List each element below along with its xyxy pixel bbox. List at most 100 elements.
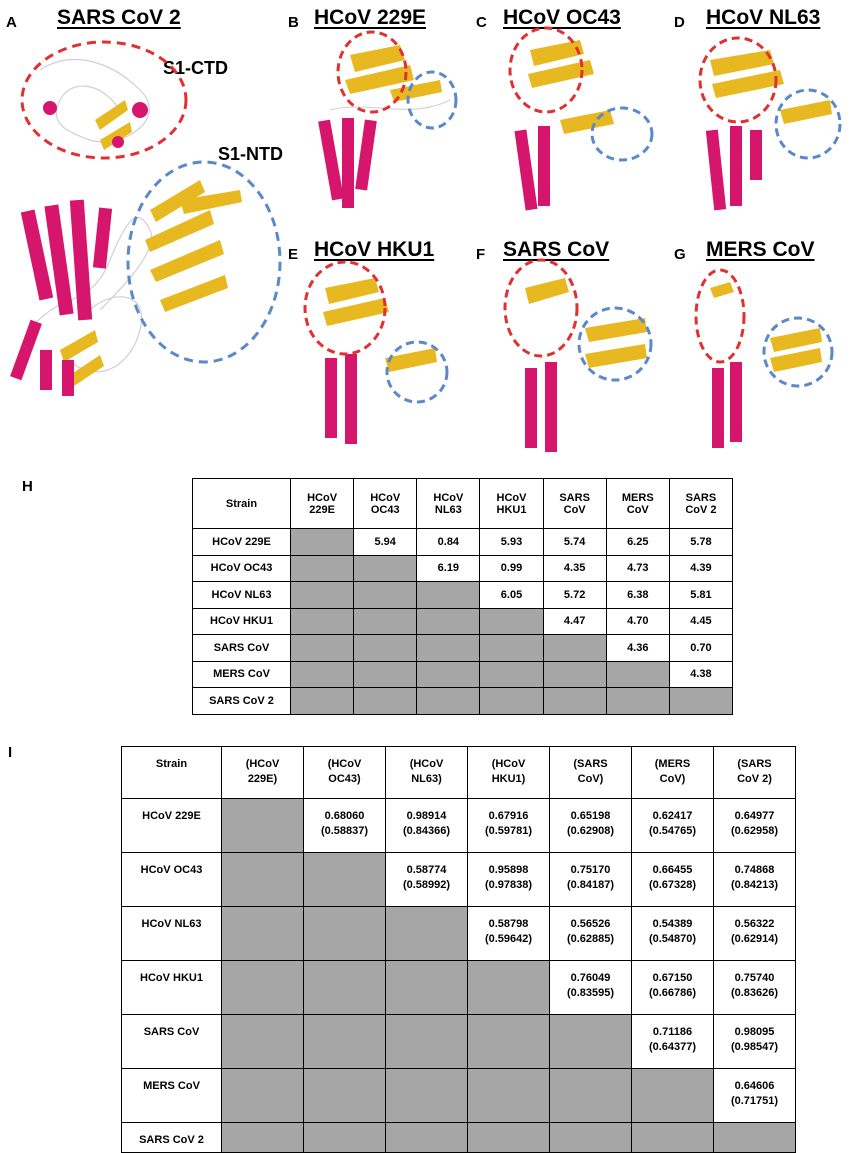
empty-cell bbox=[416, 607, 481, 635]
empty-cell bbox=[605, 660, 670, 688]
panel-title-a: SARS CoV 2 bbox=[57, 6, 181, 29]
empty-cell bbox=[416, 660, 481, 688]
empty-cell bbox=[289, 554, 355, 582]
empty-cell bbox=[467, 960, 550, 1015]
panel-letter-i: I bbox=[8, 744, 13, 761]
rmsd-cell: 0.84 bbox=[416, 528, 481, 556]
tm-score-cell: 0.98095(0.98547) bbox=[713, 1014, 796, 1069]
empty-cell bbox=[668, 687, 734, 715]
empty-cell bbox=[289, 607, 355, 635]
empty-cell bbox=[542, 634, 607, 662]
table-corner: Strain bbox=[121, 746, 222, 799]
rmsd-cell: 4.45 bbox=[668, 607, 734, 635]
empty-cell bbox=[385, 906, 468, 961]
rmsd-cell: 6.38 bbox=[605, 581, 670, 609]
row-header: HCoV HKU1 bbox=[121, 960, 222, 1015]
rmsd-cell: 4.35 bbox=[542, 554, 607, 582]
empty-cell bbox=[479, 660, 544, 688]
panel-letter-g: G bbox=[674, 246, 686, 263]
row-header: SARS CoV bbox=[121, 1014, 222, 1069]
empty-cell bbox=[303, 1014, 386, 1069]
empty-cell bbox=[353, 634, 418, 662]
tm-score-cell: 0.75740(0.83626) bbox=[713, 960, 796, 1015]
empty-cell bbox=[353, 660, 418, 688]
empty-cell bbox=[467, 1014, 550, 1069]
row-header: SARS CoV bbox=[192, 634, 291, 662]
empty-cell bbox=[303, 906, 386, 961]
empty-cell bbox=[303, 960, 386, 1015]
tm-score-cell: 0.75170(0.84187) bbox=[549, 852, 632, 907]
rmsd-cell: 0.70 bbox=[668, 634, 734, 662]
empty-cell bbox=[385, 1068, 468, 1123]
empty-cell bbox=[289, 528, 355, 556]
structure-hcov-nl63 bbox=[698, 36, 842, 211]
empty-cell bbox=[631, 1068, 714, 1123]
tm-score-cell: 0.66455(0.67328) bbox=[631, 852, 714, 907]
table-row: SARS CoV 2 bbox=[192, 687, 734, 715]
panel-letter-f: F bbox=[476, 246, 486, 263]
empty-cell bbox=[385, 960, 468, 1015]
panel-title-c: HCoV OC43 bbox=[503, 6, 621, 29]
rmsd-cell: 5.81 bbox=[668, 581, 734, 609]
panel-letter-a: A bbox=[6, 14, 17, 31]
tm-score-cell: 0.65198(0.62908) bbox=[549, 798, 632, 853]
empty-cell bbox=[549, 1014, 632, 1069]
structure-sars-cov bbox=[503, 258, 653, 452]
tm-score-cell: 0.67916(0.59781) bbox=[467, 798, 550, 853]
empty-cell bbox=[467, 1068, 550, 1123]
empty-cell bbox=[289, 581, 355, 609]
empty-cell bbox=[221, 1122, 304, 1153]
empty-cell bbox=[385, 1014, 468, 1069]
empty-cell bbox=[479, 634, 544, 662]
panel-letter-e: E bbox=[288, 246, 299, 263]
empty-cell bbox=[416, 687, 481, 715]
rmsd-cell: 6.19 bbox=[416, 554, 481, 582]
empty-cell bbox=[221, 852, 304, 907]
tm-score-cell: 0.76049(0.83595) bbox=[549, 960, 632, 1015]
empty-cell bbox=[416, 634, 481, 662]
structure-sars-cov-2 bbox=[10, 40, 282, 396]
row-header: HCoV NL63 bbox=[192, 581, 291, 609]
tm-score-cell: 0.95898(0.97838) bbox=[467, 852, 550, 907]
row-header: MERS CoV bbox=[192, 660, 291, 688]
empty-cell bbox=[221, 1014, 304, 1069]
empty-cell bbox=[303, 852, 386, 907]
panel-letter-d: D bbox=[674, 14, 685, 31]
empty-cell bbox=[605, 687, 670, 715]
panel-letter-h: H bbox=[22, 478, 33, 495]
rmsd-cell: 4.36 bbox=[605, 634, 670, 662]
tm-score-cell: 0.54389(0.54870) bbox=[631, 906, 714, 961]
tm-score-cell: 0.58798(0.59642) bbox=[467, 906, 550, 961]
row-header: HCoV HKU1 bbox=[192, 607, 291, 635]
structure-hcov-229e bbox=[318, 30, 458, 208]
s1-ctd-label: S1-CTD bbox=[163, 58, 229, 78]
empty-cell bbox=[353, 607, 418, 635]
structure-hcov-oc43 bbox=[508, 26, 654, 211]
table-row: SARS CoV 2 bbox=[121, 1122, 796, 1153]
rmsd-cell: 5.74 bbox=[542, 528, 607, 556]
table-corner: Strain bbox=[192, 478, 291, 529]
tm-score-cell: 0.56322(0.62914) bbox=[713, 906, 796, 961]
panel-title-g: MERS CoV bbox=[706, 238, 815, 261]
tm-score-cell: 0.62417(0.54765) bbox=[631, 798, 714, 853]
rmsd-cell: 4.39 bbox=[668, 554, 734, 582]
tm-score-cell: 0.58774(0.58992) bbox=[385, 852, 468, 907]
